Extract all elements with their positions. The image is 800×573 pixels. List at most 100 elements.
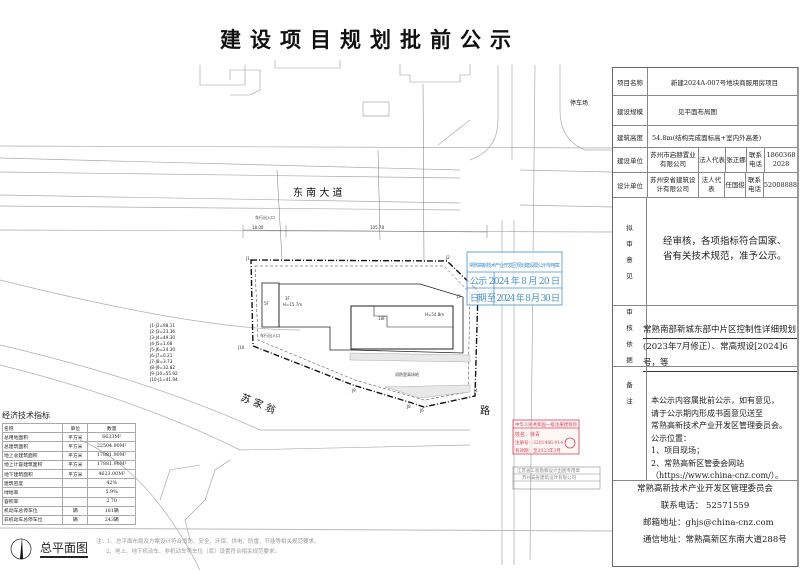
boundary-length: J5-J6=24.30 (149, 347, 175, 352)
cell: 非机动车总停车位 (1, 514, 64, 526)
cell: 42% (87, 478, 136, 489)
cell: 绿地率 (1, 487, 64, 498)
stamp-blue-title: 常熟高新技术产业开发区规划建设局公示专用章 (469, 261, 560, 269)
footer-address: 通信地址：常熟高新区东南大道288号 (643, 535, 787, 545)
divider (0, 527, 612, 532)
boundary-length: J9-J10=55.92 (149, 371, 178, 376)
stamp-blue-row2: 日期 至 2024 年 8 月 30 日 (470, 292, 560, 304)
value-designer-phone: 52008888 (763, 180, 797, 189)
tower-18f (350, 305, 454, 350)
road-label-sujiaweng: 苏 家 翁 (239, 391, 278, 417)
plan-note: 2、地上、地下机动车、非机动车等车位（库）设置符合相关规范要求。 (106, 549, 281, 555)
indicators-title: 经济技术指标 (2, 411, 50, 420)
value-builder: 苏州市启赫置业有限公司 (648, 148, 699, 172)
site-plan-map: 3F H=15.7m 5F 18F H=54.8m 消防登高场地 车行出入口 车… (0, 60, 612, 571)
label-designer-phone: 联系电话 (746, 173, 764, 197)
fire-lanes (349, 352, 471, 399)
label-basis: 审核依据 (613, 306, 647, 366)
footer-email[interactable]: 邮箱地址：ghjs@china-cnz.com (643, 518, 774, 528)
point-j3: J3 (456, 294, 461, 299)
stamp-design-seal: 江苏省工程勘察设计出图专用章 苏州安省建筑设计有限公司 (512, 466, 601, 490)
stamp-grey-2: 苏州安省建筑设计有限公司 (522, 474, 576, 481)
road-label-dongnan: 东 南 大 道 (293, 186, 343, 199)
remark-line[interactable]: （https://www.china-cnz.com/）。 (651, 471, 783, 480)
dim-105: 105.78 (370, 225, 384, 230)
road-dongnan (0, 64, 612, 565)
cell: 平方米 (62, 450, 89, 461)
plan-notes: 注：1、总平面布局及方案设计符合消防、安全、环保、供电、防雷、节能等相关规范要求… (96, 537, 320, 557)
row-project-name: 项目名称 新建2024A-007号地块商服用房项目 (613, 68, 797, 96)
cell: 机动车总停车位 (1, 505, 64, 516)
cell: 总用地面积 (1, 432, 64, 443)
cell: 容积率 (1, 496, 64, 507)
cell: 22504.90M² (87, 441, 136, 452)
value-scale: 见平面布局图 (678, 107, 717, 116)
cell (62, 478, 89, 489)
stamp-blue-row1: 公示 2024 年 8 月 20 日 (470, 275, 560, 287)
plan-note: 注：1、总平面布局及方案设计符合消防、安全、环保、供电、防雷、节能等相关规范要求… (96, 539, 320, 545)
boundary-length: J10-J1=41.94 (149, 377, 178, 382)
setback-line (254, 265, 471, 401)
value-height: 54.8m(结构完成面标高+室内外高差) (652, 133, 762, 142)
label-fire-lane: 消防登高场地 (395, 371, 419, 377)
cell: 建筑密度 (1, 478, 64, 489)
cell: 辆 (62, 514, 89, 526)
cell: 平方米 (62, 441, 89, 452)
label-parking: 停车场 (570, 99, 588, 107)
stamp-architect: 中华人民共和国一级注册建筑师 姓名：徐青 注册号：3201466-014 有效期… (512, 419, 580, 455)
row-builder: 建设单位 苏州市启赫置业有限公司 法人代表 张正娜 联系电话 186036820… (613, 148, 797, 173)
cell: 平方米 (62, 468, 89, 480)
row-designer: 设计单位 苏州安省建筑设计有限公司 法人代表 任国俊 联系电话 52008888 (613, 173, 797, 198)
cell: 243辆 (87, 514, 136, 526)
cell (62, 496, 89, 507)
row-height: 建筑高度 54.8m(结构完成面标高+室内外高差) (613, 126, 797, 148)
cell: 17881.90M² (87, 450, 136, 461)
cell: 2.70 (87, 496, 136, 507)
label-height: H=54.8m (425, 312, 444, 317)
boundary-length: J6-J7=0.21 (149, 353, 173, 358)
table-header: 名称单位数量 (1, 422, 136, 434)
row-scale: 建设规模 见平面布局图 (613, 96, 797, 126)
road-label-end: 路 (480, 404, 490, 417)
value-builder-rep: 张正娜 (726, 148, 747, 172)
table-row: 容积率 2.70 (1, 496, 136, 507)
boundary-length: J4-J5=1.68 (149, 341, 173, 346)
label-builder-rep: 法人代表 (699, 148, 726, 172)
boundary-length: J3-J4=49.30 (149, 335, 175, 340)
stamp-publicity-date: 常熟高新技术产业开发区规划建设局公示专用章 公示 2024 年 8 月 20 日… (466, 251, 563, 306)
north-arrow-icon (10, 537, 32, 560)
row-remark: 备注 本公示内容属批前公示，如有意见， 请于公示期内形成书面意见送至 常熟高新技… (613, 367, 797, 481)
page-title: 建设项目规划批前公示 (220, 28, 520, 52)
header-cell: 名称 (1, 422, 64, 434)
cell: 辆 (62, 505, 89, 516)
row-basis: 审核依据 常熟南部新城东部中片区控制性详细规划 (2023年7月修正）、常高规设… (613, 306, 797, 372)
value-basis-1: 常熟南部新城东部中片区控制性详细规划 (643, 322, 797, 339)
label-opinion: 拟审意见 (613, 198, 647, 305)
podium-3f (278, 283, 464, 354)
block-5f (261, 282, 280, 328)
value-designer: 苏州安省建筑设计有限公司 (648, 173, 699, 197)
header-cell: 数量 (87, 422, 136, 434)
dimension-lines (242, 83, 488, 263)
remark-line: 1、项目现场； (651, 446, 705, 455)
row-opinion: 拟审意见 经审核，各项指标符合国家、省有关技术规范，准予公示。 (613, 198, 797, 306)
point-j9: J9 (351, 388, 356, 393)
cell: 地上计容建筑面积 (1, 459, 64, 470)
label-entrance-2: 车行出入口 (255, 214, 275, 220)
value-designer-rep: 任国俊 (725, 173, 747, 197)
tower-outline (373, 306, 453, 328)
label-3f: 3F (285, 296, 291, 301)
footer-contact: 常熟高新技术产业开发区管理委员会 联系电话： 52571559 邮箱地址：ghj… (613, 481, 797, 549)
point-j6: J6 (419, 408, 424, 413)
stamp-red-name: 姓名：徐青 (515, 431, 540, 438)
plan-title: 总平面图 (40, 539, 89, 558)
label-designer: 设计单位 (613, 173, 648, 197)
label-remark: 备注 (613, 367, 647, 480)
boundary-length: J8-J9=32.82 (149, 365, 175, 370)
label-project-name: 项目名称 (613, 68, 648, 95)
stamp-red-no: 注册号：3201466-014 (515, 439, 563, 446)
